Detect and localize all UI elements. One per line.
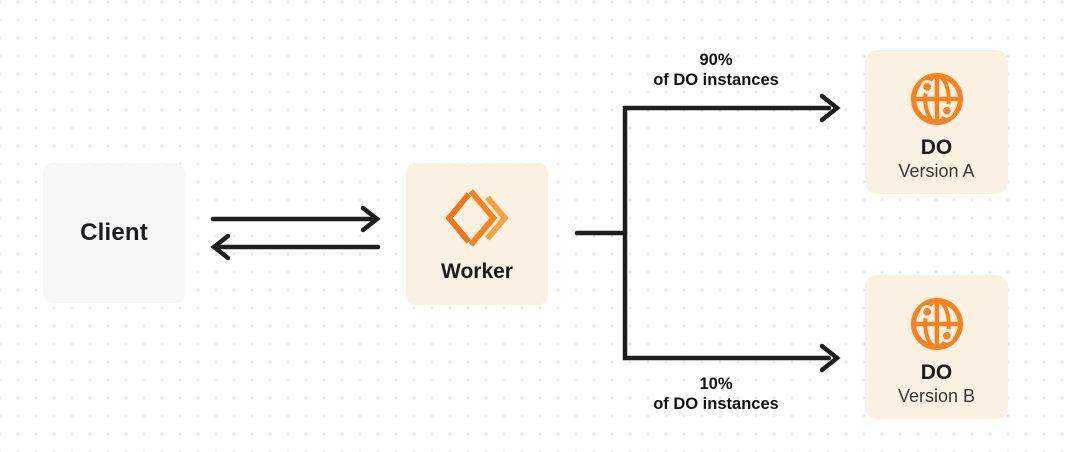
node-client: Client [43,163,185,303]
node-do-version-a: DO Version A [865,50,1008,194]
arrowhead-to-version-a [819,93,841,123]
branch-bottom-caption: of DO instances [653,395,779,413]
branch-top-label: 90% of DO instances [596,50,836,90]
branch-bottom-label: 10% of DO instances [596,374,836,414]
branch-bottom-percent: 10% [699,375,733,393]
arrow-worker-to-client [210,233,381,261]
worker-label: Worker [441,259,513,283]
branch-top-caption: of DO instances [653,71,779,89]
do-b-subtitle: Version B [897,385,976,406]
client-label: Client [80,219,148,246]
arrowhead-to-version-b [819,343,841,373]
node-worker: Worker [406,163,548,305]
workers-logo-icon [446,188,508,247]
branch-trunk [622,105,832,361]
node-do-version-b: DO Version B [865,275,1008,419]
branch-top-percent: 90% [699,51,733,69]
arrow-client-to-worker [210,205,381,233]
do-a-title: DO [920,135,953,159]
durable-object-globe-icon [910,72,963,125]
durable-object-globe-icon [910,297,963,350]
do-a-subtitle: Version A [898,160,975,181]
do-b-title: DO [920,360,953,384]
